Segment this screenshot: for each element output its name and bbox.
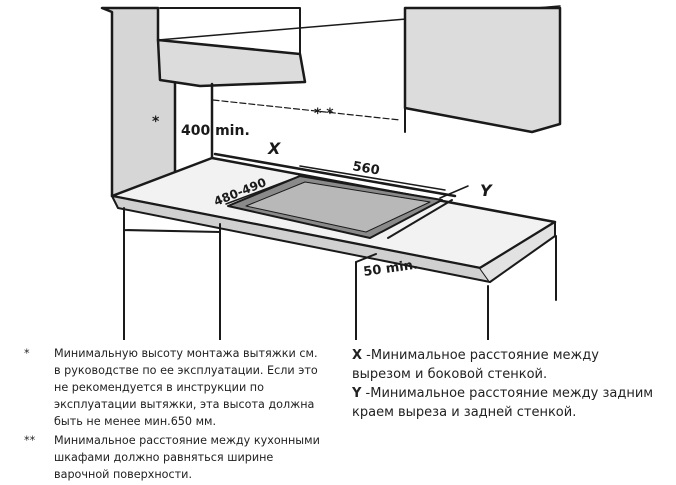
footnote-mark: ** bbox=[24, 434, 36, 447]
installation-diagram: * 400 min. * * X 560 480-490 Y 50 min. bbox=[100, 5, 562, 340]
legend-key: Y bbox=[352, 386, 362, 401]
legend-text: -Минимальное расстояние между задним кра… bbox=[352, 386, 654, 420]
legend-text: -Минимальное расстояние между вырезом и … bbox=[352, 348, 599, 382]
x-label: X bbox=[267, 139, 281, 158]
legend-y: Y -Минимальное расстояние между задним к… bbox=[352, 384, 672, 422]
hood-min-label: 400 min. bbox=[181, 123, 250, 139]
footnotes: * Минимальную высоту монтажа вытяжки см.… bbox=[24, 345, 334, 485]
y-dimension-line bbox=[439, 185, 469, 199]
side-wall bbox=[100, 6, 177, 200]
front-dimension-line bbox=[355, 253, 377, 263]
legend: X -Минимальное расстояние между вырезом … bbox=[352, 346, 672, 422]
left-upper-cabinet bbox=[156, 38, 307, 88]
left-cabinet-top bbox=[159, 7, 301, 55]
legend-key: X bbox=[352, 348, 363, 363]
footnote-hood-height: * Минимальную высоту монтажа вытяжки см.… bbox=[24, 345, 334, 430]
front-min-label: 50 min. bbox=[362, 257, 418, 279]
footnote-mark: * bbox=[24, 347, 30, 360]
lower-cabinet-right bbox=[355, 235, 557, 340]
width-dimension-line bbox=[299, 165, 446, 191]
x-dimension-line bbox=[213, 152, 457, 198]
width-label: 560 bbox=[351, 159, 380, 178]
lower-cabinet-left bbox=[123, 207, 221, 340]
footnote-cabinet-gap: ** Минимальное расстояние между кухонным… bbox=[24, 432, 334, 483]
hood-note-mark: * bbox=[152, 114, 160, 130]
legend-x: X -Минимальное расстояние между вырезом … bbox=[352, 346, 672, 384]
footnote-text: Минимальную высоту монтажа вытяжки см. в… bbox=[54, 347, 318, 428]
depth-dimension-line bbox=[225, 175, 301, 205]
footnote-text: Минимальное расстояние между кухонными ш… bbox=[54, 434, 320, 481]
right-upper-cabinet bbox=[403, 6, 562, 134]
cabinet-gap-line bbox=[212, 99, 401, 121]
cabinet-gap-label: * * bbox=[314, 106, 334, 122]
y-label: Y bbox=[480, 181, 493, 200]
